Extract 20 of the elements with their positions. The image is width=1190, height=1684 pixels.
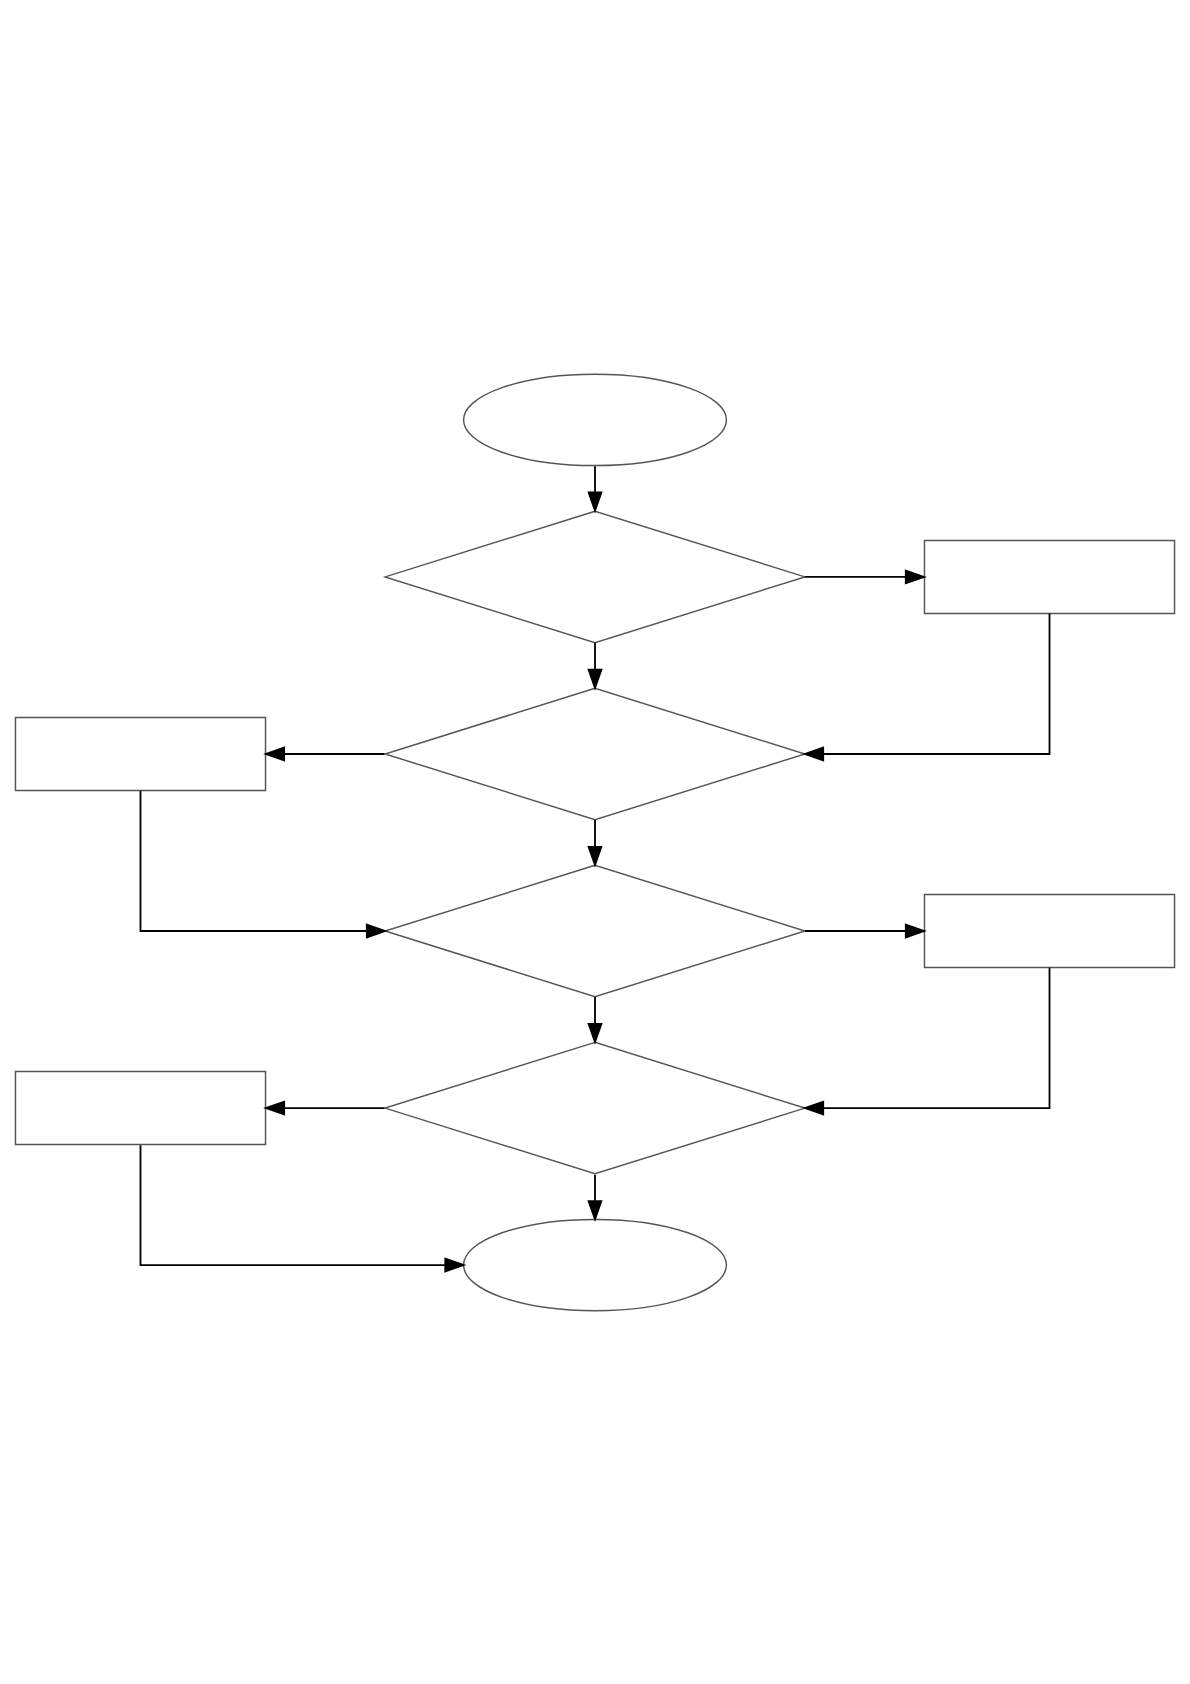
arrow: [802, 612, 1051, 762]
node-oval: [462, 1218, 728, 1311]
arrow: [587, 818, 603, 868]
arrow: [139, 789, 388, 939]
node-box: [923, 539, 1176, 614]
arrow: [804, 568, 927, 585]
arrow: [263, 745, 386, 762]
arrow: [139, 1143, 467, 1273]
node-box: [14, 1070, 267, 1145]
arrow: [802, 966, 1051, 1116]
arrow: [587, 641, 603, 691]
arrow: [804, 922, 927, 939]
arrow: [587, 464, 603, 513]
arrow: [587, 995, 603, 1045]
node-diamond: [382, 509, 808, 643]
arrow: [263, 1099, 386, 1116]
node-oval: [462, 373, 728, 466]
arrow: [587, 1173, 603, 1222]
node-box: [14, 716, 267, 791]
node-box: [923, 893, 1176, 968]
